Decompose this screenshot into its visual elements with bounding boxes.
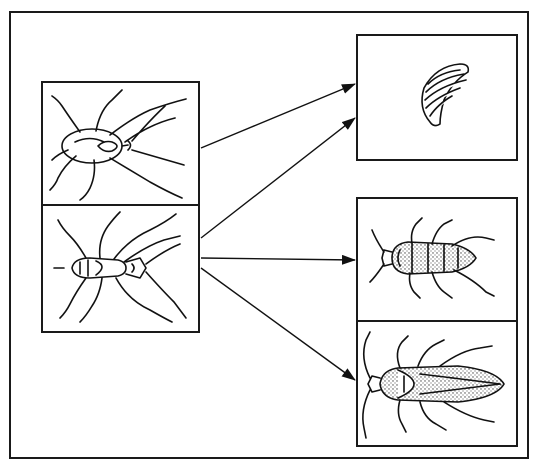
spider-like-insect-icon xyxy=(49,89,187,201)
arrow-bottom-to-nymph xyxy=(200,254,356,265)
arrow-top-to-egg xyxy=(200,83,356,149)
egg-case-icon xyxy=(421,63,470,127)
outer-frame xyxy=(9,11,529,459)
arrow-bottom-to-adult xyxy=(200,267,356,381)
arrow-bottom-to-egg xyxy=(200,117,356,239)
winged-adult-insect-icon xyxy=(362,331,505,439)
arrows xyxy=(200,83,356,381)
nymph-icon xyxy=(369,217,495,299)
long-bodied-insect-top-view-icon xyxy=(53,211,187,323)
